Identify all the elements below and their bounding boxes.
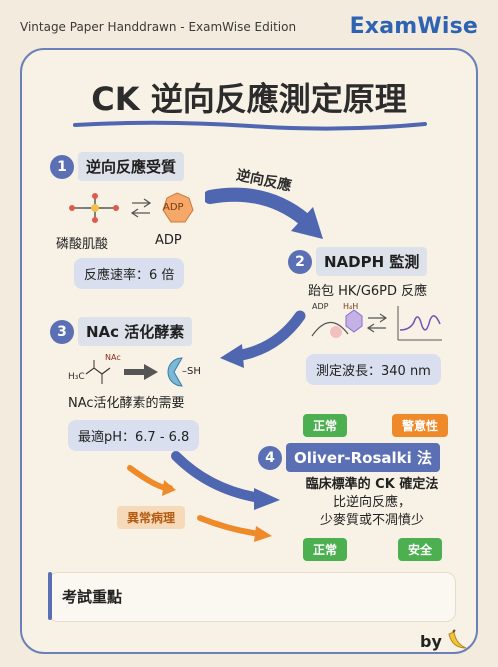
step-1-title: 逆向反應受質 <box>78 152 185 181</box>
abnormal-pathology-chip: 異常病理 <box>117 506 186 529</box>
caution-chip: 警意性 <box>392 414 449 437</box>
exam-focus-title: 考試重點 <box>62 588 123 606</box>
step-4-desc-3: 少麥質或不凋憤少 <box>319 513 424 528</box>
step-4-number: 4 <box>258 446 282 470</box>
adp-molecule-text: ADP <box>163 202 184 213</box>
step-4-desc-1: 臨床標準的 CK 確定法 <box>305 477 439 492</box>
step-3-number: 3 <box>50 320 74 344</box>
step-2-subtitle: 跆包 HK/G6PD 反應 <box>308 284 428 299</box>
step-1-number: 1 <box>50 155 74 179</box>
safe-chip: 安全 <box>398 538 443 561</box>
pathology-arrows-icon <box>127 451 280 542</box>
examwise-logo: ExamWise <box>349 14 478 39</box>
nac-text: NAc <box>105 353 121 362</box>
title-underline <box>73 120 427 131</box>
banana-icon <box>448 629 467 649</box>
adp-label: ADP <box>155 233 182 248</box>
step-2-number: 2 <box>288 250 312 274</box>
normal-chip-bottom: 正常 <box>303 538 348 561</box>
step-3-caption: NAc活化酵素的需要 <box>68 396 185 411</box>
creatine-phosphate-label: 磷酸肌酸 <box>56 237 109 252</box>
reverse-reaction-arrow-icon <box>205 187 323 239</box>
step-2-title: NADPH 監測 <box>316 247 428 276</box>
step-4-desc-2: 比逆向反應， <box>332 495 411 510</box>
step-3-ph-pill: 最適pH：6.7 - 6.8 <box>68 420 200 451</box>
nadph-reaction-icon <box>311 306 442 341</box>
step-1-rate-pill: 反應速率：6 倍 <box>74 258 185 289</box>
step-2-wavelength-pill: 測定波長：340 nm <box>306 354 441 385</box>
exam-focus-accent <box>48 572 52 620</box>
h3c-text: H₃C <box>68 372 85 382</box>
page-title: CK 逆向反應測定原理 <box>91 80 407 118</box>
edition-label: Vintage Paper Handdrawn - ExamWise Editi… <box>20 20 297 34</box>
h4h-text: H₄H <box>343 302 359 311</box>
exam-focus-box <box>48 572 456 622</box>
sh-text: –SH <box>182 366 201 377</box>
nadph-adp-text: ADP <box>312 302 329 311</box>
nac-activation-icon <box>85 357 183 387</box>
step-3-title: NAc 活化酵素 <box>78 317 193 346</box>
creatine-phosphate-adp-icon <box>69 192 194 223</box>
normal-chip-top: 正常 <box>303 414 348 437</box>
flow-arrow-icon <box>220 310 306 368</box>
footer-by: by <box>420 632 442 651</box>
step-4-title: Oliver-Rosalki 法 <box>286 443 440 472</box>
